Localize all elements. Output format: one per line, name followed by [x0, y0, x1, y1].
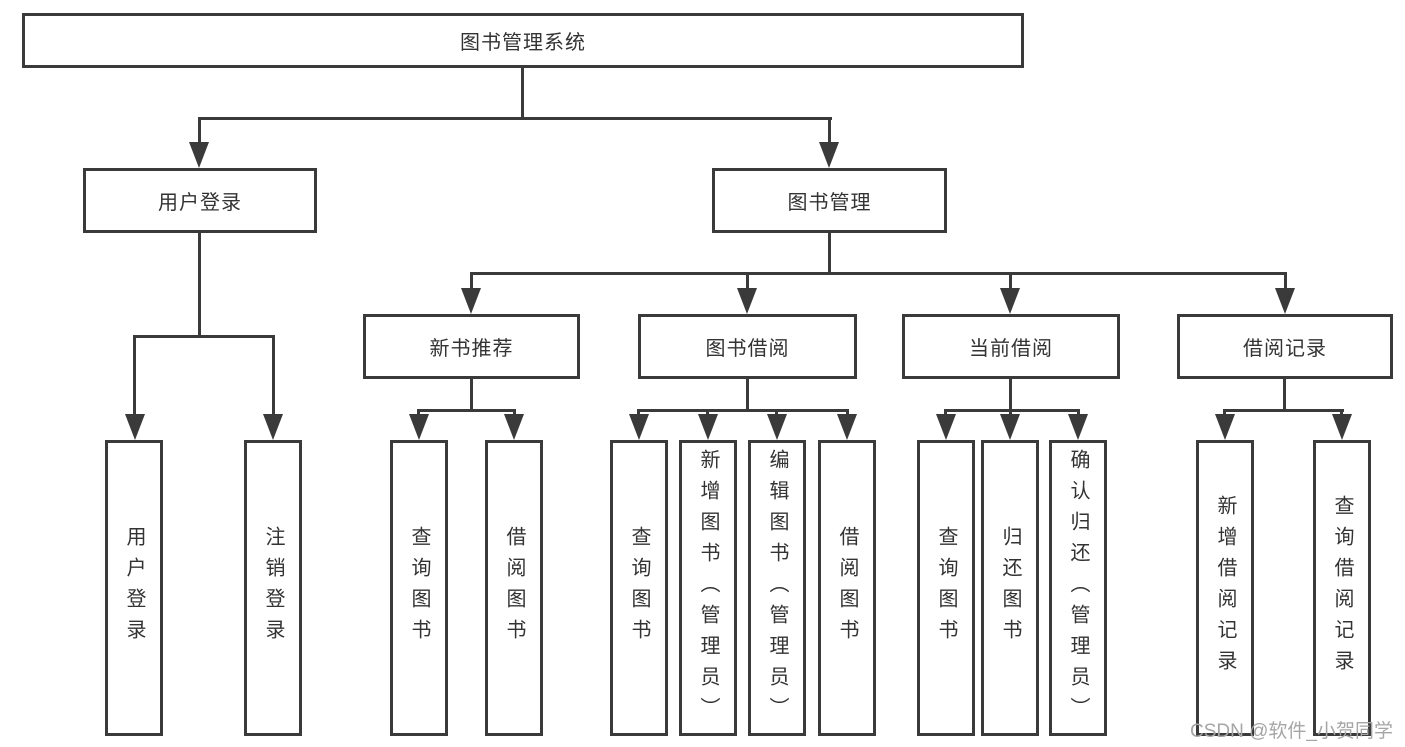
arrowhead	[837, 414, 857, 440]
leaf-borrow-books-recommend: 借阅图书	[485, 440, 543, 736]
connector-segment	[828, 119, 831, 145]
arrowhead	[1068, 414, 1088, 440]
connector-segment	[133, 337, 136, 417]
connector-segment	[746, 379, 749, 412]
arrowhead	[1000, 288, 1020, 314]
node-root-library-system: 图书管理系统	[22, 13, 1024, 68]
connector-segment	[637, 409, 849, 412]
connector-segment	[198, 119, 201, 145]
arrowhead	[1275, 288, 1295, 314]
connector-segment	[417, 409, 516, 412]
connector-segment	[746, 274, 749, 290]
leaf-query-books-recommend: 查询图书	[390, 440, 448, 736]
node-borrowing-records: 借阅记录	[1177, 314, 1393, 379]
connector-segment	[470, 272, 1287, 275]
leaf-user-login: 用户登录	[105, 440, 163, 736]
node-user-login: 用户登录	[83, 168, 317, 233]
arrowhead	[629, 414, 649, 440]
arrowhead	[189, 142, 209, 168]
arrowhead	[1000, 414, 1020, 440]
arrowhead	[125, 414, 145, 440]
connector-segment	[521, 68, 524, 120]
csdn-watermark: CSDN @软件_小贺同学	[1190, 721, 1393, 742]
leaf-logout: 注销登录	[244, 440, 302, 736]
leaf-query-books-borrowing: 查询图书	[610, 440, 668, 736]
arrowhead	[504, 414, 524, 440]
leaf-return-books: 归还图书	[981, 440, 1039, 736]
node-new-book-recommend: 新书推荐	[363, 314, 580, 379]
connector-segment	[1284, 274, 1287, 290]
arrowhead	[936, 414, 956, 440]
arrowhead	[819, 142, 839, 168]
leaf-confirm-return-admin: 确认归还（管理员）	[1049, 440, 1107, 736]
node-current-borrowing: 当前借阅	[902, 314, 1120, 379]
connector-segment	[470, 379, 473, 412]
connector-segment	[470, 274, 473, 290]
arrowhead	[737, 288, 757, 314]
connector-segment	[272, 337, 275, 417]
leaf-add-borrow-record: 新增借阅记录	[1196, 440, 1254, 736]
connector-segment	[944, 409, 1080, 412]
arrowhead	[1215, 414, 1235, 440]
connector-segment	[1009, 274, 1012, 290]
leaf-borrow-books: 借阅图书	[818, 440, 876, 736]
connector-segment	[1283, 379, 1286, 412]
arrowhead	[698, 414, 718, 440]
arrowhead	[1332, 414, 1352, 440]
leaf-edit-books-admin: 编辑图书（管理员）	[748, 440, 806, 736]
leaf-query-borrow-record: 查询借阅记录	[1313, 440, 1371, 736]
arrowhead	[263, 414, 283, 440]
connector-segment	[1009, 379, 1012, 412]
connector-segment	[198, 117, 832, 120]
connector-segment	[198, 233, 201, 338]
leaf-add-books-admin: 新增图书（管理员）	[679, 440, 737, 736]
node-book-management: 图书管理	[712, 168, 947, 233]
connector-segment	[1223, 409, 1344, 412]
connector-segment	[828, 233, 831, 275]
node-book-borrowing: 图书借阅	[638, 314, 857, 379]
leaf-query-books-current: 查询图书	[917, 440, 975, 736]
arrowhead	[461, 288, 481, 314]
connector-segment	[133, 335, 275, 338]
arrowhead	[767, 414, 787, 440]
arrowhead	[409, 414, 429, 440]
